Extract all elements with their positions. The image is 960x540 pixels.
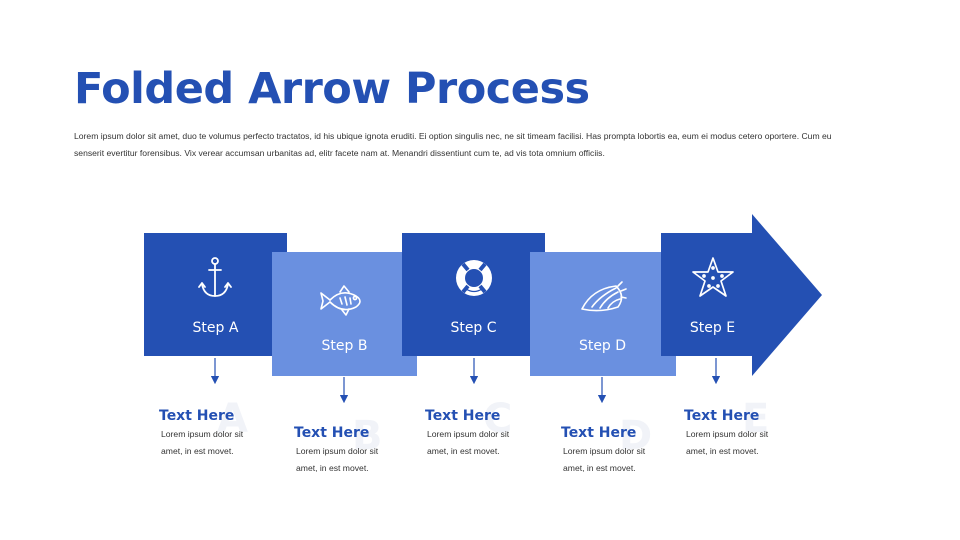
step-text-b: Lorem ipsum dolor sit amet, in est movet… [296,446,379,473]
step-text-a: Lorem ipsum dolor sit amet, in est movet… [161,429,244,456]
step-block-d [530,252,676,376]
step-block-e-arrow [661,214,822,376]
step-letter-c: C [483,396,513,442]
anchor-icon [198,257,232,297]
step-detail-c: C Text Here Lorem ipsum dolor sit amet, … [425,396,545,460]
step-detail-d: D Text Here Lorem ipsum dolor sit amet, … [561,413,681,477]
step-heading-d: Text Here [561,425,637,441]
step-detail-e: E Text Here Lorem ipsum dolor sit amet, … [684,396,804,460]
step-detail-a: A Text Here Lorem ipsum dolor sit amet, … [159,396,279,460]
step-detail-b: B Text Here Lorem ipsum dolor sit amet, … [294,413,414,477]
step-text-e: Lorem ipsum dolor sit amet, in est movet… [686,429,769,456]
step-heading-b: Text Here [294,425,370,441]
step-letter-d: D [619,413,653,459]
starfish-icon [692,257,734,297]
lifebuoy-icon [456,260,492,296]
step-letter-e: E [742,396,770,442]
step-heading-e: Text Here [684,408,760,424]
step-letter-a: A [217,396,248,442]
step-heading-a: Text Here [159,408,235,424]
step-heading-c: Text Here [425,408,501,424]
step-label-e: Step E [689,320,736,336]
step-text-c: Lorem ipsum dolor sit amet, in est movet… [427,429,510,456]
step-label-c: Step C [450,320,497,336]
step-label-a: Step A [192,320,239,336]
step-letter-b: B [352,413,383,459]
step-label-b: Step B [321,338,368,354]
step-text-d: Lorem ipsum dolor sit amet, in est movet… [563,446,646,473]
page-title: Folded Arrow Process [74,64,590,114]
seashell-icon [581,281,627,312]
step-label-d: Step D [578,338,627,354]
fish-icon [320,285,361,316]
intro-paragraph: Lorem ipsum dolor sit amet, duo te volum… [74,131,832,158]
